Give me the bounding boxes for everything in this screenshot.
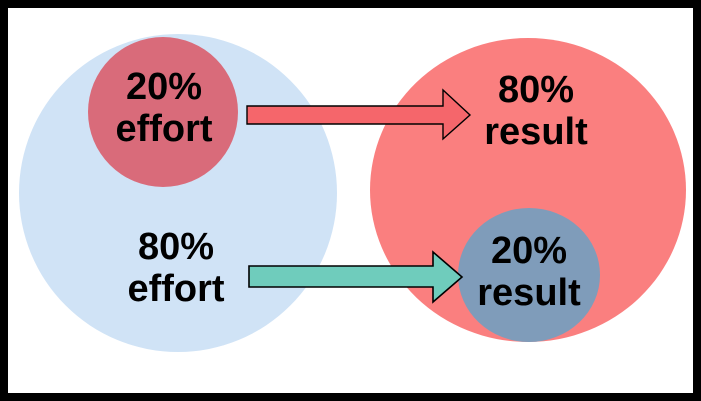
- result-subset-label: 20% result: [477, 230, 580, 314]
- result-subset-word: result: [477, 272, 581, 314]
- effort-subset-circle: [88, 37, 238, 187]
- effort-subset-percent: 20%: [125, 66, 203, 108]
- effort-subset-label: 20% effort: [115, 66, 212, 150]
- effort-main-word: effort: [127, 268, 225, 310]
- result-main-word: result: [484, 111, 588, 153]
- teal-right-arrow-icon: [248, 250, 464, 304]
- effort-subset-word: effort: [115, 108, 213, 150]
- result-main-label: 80% result: [484, 69, 587, 153]
- result-subset-percent: 20%: [490, 230, 568, 272]
- result-main-percent: 80%: [497, 69, 575, 111]
- red-right-arrow-icon: [246, 88, 472, 141]
- effort-main-label: 80% effort: [127, 226, 224, 310]
- effort-main-percent: 80%: [137, 226, 215, 268]
- result-subset-circle: [458, 208, 600, 342]
